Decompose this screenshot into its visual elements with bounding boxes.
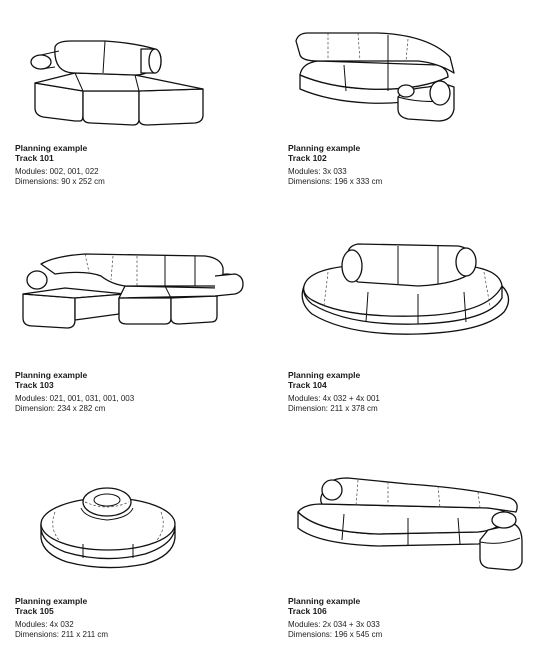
caption-heading: Planning example — [15, 143, 88, 153]
sofa-illustration-track-104 — [288, 232, 538, 367]
modules-text: Modules: 4x 032 + 4x 001 — [288, 394, 380, 403]
dimensions-text: Dimensions: 196 x 545 cm — [288, 630, 383, 639]
sofa-illustration-track-105 — [15, 458, 265, 593]
sofa-illustration-track-106 — [288, 458, 538, 593]
dimensions-text: Dimensions: 211 x 211 cm — [15, 630, 109, 639]
dimensions-text: Dimensions: 196 x 333 cm — [288, 177, 383, 186]
track-name: Track 106 — [288, 606, 327, 616]
caption-heading: Planning example — [15, 370, 88, 380]
modules-text: Modules: 3x 033 — [288, 167, 347, 176]
planning-example-track-102: Planning example Track 102 Modules: 3x 0… — [288, 5, 538, 215]
modules-text: Modules: 021, 001, 031, 001, 003 — [15, 394, 135, 403]
modules-text: Modules: 2x 034 + 3x 033 — [288, 620, 380, 629]
dimensions-text: Dimension: 234 x 282 cm — [15, 404, 106, 413]
planning-example-track-106: Planning example Track 106 Modules: 2x 0… — [288, 458, 538, 668]
modules-text: Modules: 4x 032 — [15, 620, 74, 629]
caption-heading: Planning example — [15, 596, 88, 606]
track-name: Track 105 — [15, 606, 54, 616]
track-name: Track 103 — [15, 380, 54, 390]
sofa-illustration-track-103 — [15, 232, 265, 367]
caption-heading: Planning example — [288, 370, 361, 380]
caption-heading: Planning example — [288, 143, 361, 153]
track-name: Track 104 — [288, 380, 327, 390]
dimensions-text: Dimensions: 90 x 252 cm — [15, 177, 105, 186]
dimensions-text: Dimension: 211 x 378 cm — [288, 404, 378, 413]
caption-heading: Planning example — [288, 596, 361, 606]
sofa-illustration-track-101 — [15, 5, 265, 140]
planning-example-track-104: Planning example Track 104 Modules: 4x 0… — [288, 232, 538, 442]
planning-example-track-101: Planning example Track 101 Modules: 002,… — [15, 5, 265, 215]
planning-example-track-105: Planning example Track 105 Modules: 4x 0… — [15, 458, 265, 668]
track-name: Track 102 — [288, 153, 327, 163]
planning-example-track-103: Planning example Track 103 Modules: 021,… — [15, 232, 265, 442]
sofa-illustration-track-102 — [288, 5, 538, 140]
modules-text: Modules: 002, 001, 022 — [15, 167, 99, 176]
track-name: Track 101 — [15, 153, 54, 163]
